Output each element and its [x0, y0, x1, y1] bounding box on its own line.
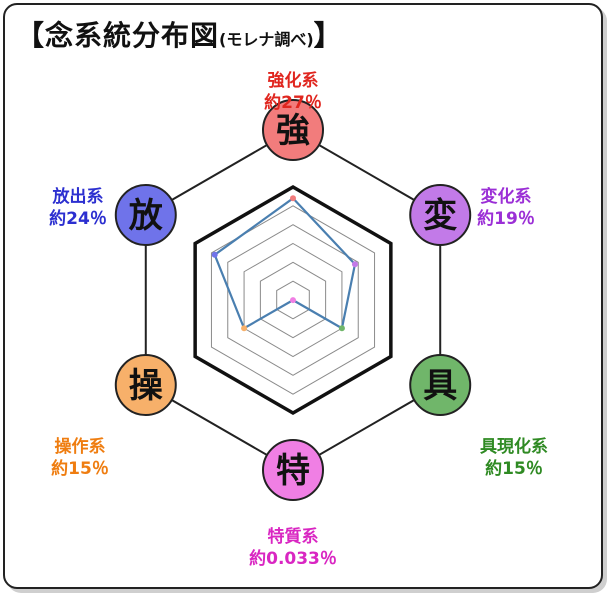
category-circle [262, 439, 324, 501]
category-circle [409, 184, 472, 246]
data-point-4 [290, 297, 296, 304]
category-marker-1: 強 [262, 99, 324, 161]
grid-hexagon-1 [276, 280, 310, 320]
category-label-6: 放出系約24％ [49, 186, 107, 230]
radar-series [211, 195, 358, 332]
category-marker-4: 特 [262, 439, 324, 501]
category-marker-5: 操 [114, 354, 177, 416]
grid-hexagon-max [193, 184, 393, 416]
category-value: 約24％ [49, 209, 107, 229]
category-label-5: 操作系約15％ [51, 436, 109, 480]
category-circle [114, 354, 177, 416]
category-label-2: 変化系約19％ [477, 186, 535, 230]
grid-hexagon-3 [243, 242, 343, 358]
title-bracket-close: 】 [313, 19, 343, 52]
category-value: 約19％ [477, 209, 535, 229]
category-kanji: 特 [276, 451, 310, 491]
title-bracket-open: 【 [16, 19, 46, 52]
data-point-2 [351, 261, 358, 268]
category-marker-3: 具 [409, 354, 472, 416]
category-name: 放出系 [52, 187, 104, 207]
category-value: 約15％ [51, 459, 109, 479]
category-kanji: 強 [276, 111, 310, 151]
category-value: 約15％ [485, 459, 543, 479]
data-point-1 [290, 195, 296, 202]
category-kanji: 操 [129, 366, 163, 406]
title-main: 念系統分布図 [45, 19, 220, 52]
chart-title: 【念系統分布図(モレナ調べ)】 [16, 14, 343, 54]
category-circle [114, 184, 177, 246]
category-circle [409, 354, 472, 416]
category-kanji: 放 [129, 196, 163, 236]
category-kanji: 具 [423, 366, 457, 406]
category-name: 操作系 [54, 437, 106, 457]
radar-grid [193, 184, 393, 416]
category-circle [262, 99, 324, 161]
category-name: 特質系 [267, 527, 319, 547]
category-value: 約0.033％ [249, 549, 337, 569]
grid-hexagon-4 [227, 224, 359, 376]
category-marker-6: 放 [114, 184, 177, 246]
data-point-6 [211, 251, 218, 258]
data-point-3 [338, 325, 345, 332]
title-sub: (モレナ調べ) [219, 30, 314, 49]
category-marker-2: 変 [409, 184, 472, 246]
series-line [213, 197, 357, 330]
category-name: 具現化系 [480, 437, 548, 457]
category-kanji: 変 [423, 196, 457, 236]
category-label-1: 強化系約27％ [264, 70, 322, 114]
category-name: 変化系 [480, 187, 532, 207]
category-label-3: 具現化系約15％ [480, 436, 548, 480]
category-label-4: 特質系約0.033％ [249, 526, 337, 570]
category-value: 約27％ [264, 93, 322, 113]
grid-hexagon-2 [259, 261, 327, 339]
category-name: 強化系 [267, 71, 319, 91]
data-point-5 [241, 325, 248, 332]
grid-hexagon-5 [210, 205, 376, 395]
